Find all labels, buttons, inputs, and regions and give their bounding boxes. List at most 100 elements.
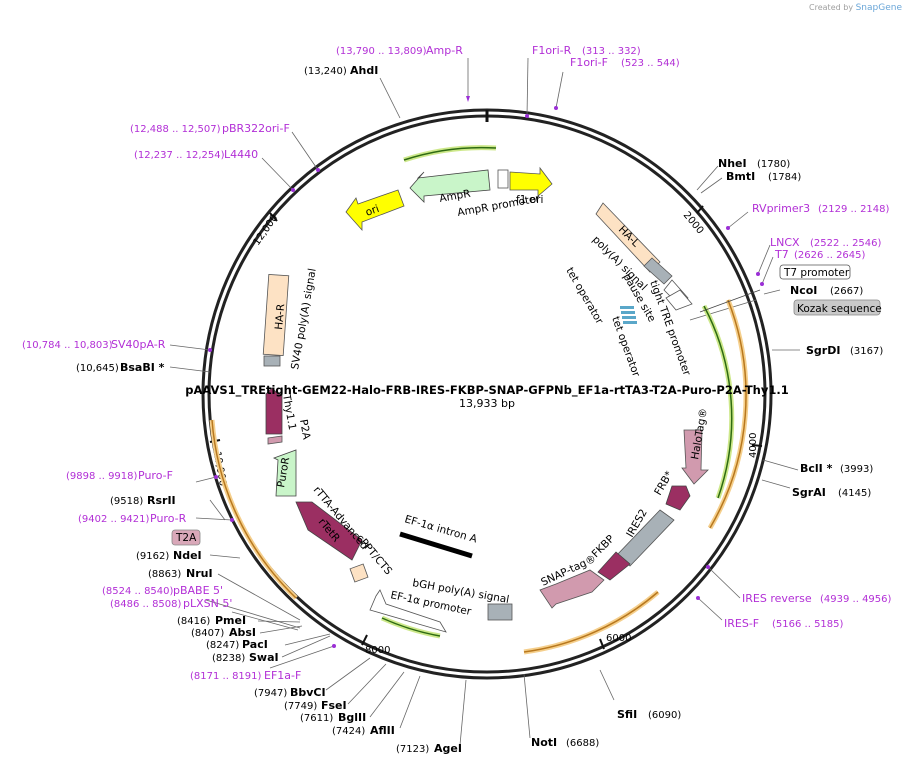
enzyme-pos-swai: (8238) [212,653,245,664]
primer-name-ires-reverse: IRES reverse [742,592,812,605]
enzyme-pos-bsabi: (10,645) [76,363,119,374]
tick-label-8000: 8000 [365,645,390,656]
primer-name-pbr322: pBR322ori-F [222,122,290,135]
enzyme-pos-sgrdi: (3167) [850,346,883,357]
ampr-label: AmpR [438,188,471,205]
enzyme-pos-ncoi: (2667) [830,286,863,297]
thy11-arrow [265,387,283,435]
enzyme-pos-sgrai: (4145) [838,488,871,499]
features [262,166,761,633]
enzyme-pos-aflii: (7424) [332,726,365,737]
primer-name-pbabe: pBABE 5' [173,584,223,597]
enzyme-name-sgrai: SgrAI [792,486,826,499]
leader-lines [169,57,800,746]
primer-name-amp-r: Amp-R [426,44,463,57]
tight-tre-arrow [665,289,693,311]
frb-arrow [665,485,691,511]
enzyme-name-ndei: NdeI [173,549,202,562]
credit-prefix: Created by [809,3,854,12]
enzyme-name-nrui: NruI [186,567,213,580]
snapgene-credit: Created by SnapGene [809,3,902,13]
tet-operator-label: tet operator [563,266,605,327]
enzyme-pos-absi: (8407) [191,628,224,639]
primer-pos-ef1a-f: (8171 .. 8191) [190,671,262,682]
primer-pos-f1ori-r: (313 .. 332) [582,46,641,57]
primer-markers [208,96,764,648]
enzyme-pos-noti: (6688) [566,738,599,749]
ampr-arrow [409,169,491,203]
enzyme-name-bbvci: BbvCI [290,686,326,699]
enzyme-pos-bbvci: (7947) [254,688,287,699]
enzyme-name-paci: PacI [242,638,268,651]
t2a-label: T2A [175,532,197,544]
t7-promoter-label: T7 promoter [783,267,850,279]
f1-ori-arrow [509,166,553,197]
primer-pos-puro-f: (9898 .. 9918) [66,471,138,482]
f1-ori-label: f1 ori [516,194,543,206]
enzyme-name-bmti: BmtI [726,170,755,183]
plasmid-size: 13,933 bp [459,397,515,410]
primer-pos-rvprimer3: (2129 .. 2148) [818,204,890,215]
primer-pos-amp-r: (13,790 .. 13,809) [336,46,427,57]
primer-pos-plxsn: (8486 .. 8508) [110,599,182,610]
primer-name-puro-r: Puro-R [150,512,187,525]
enzyme-name-sgrdi: SgrDI [806,344,840,357]
enzyme-name-sfii: SfiI [617,708,637,721]
enzyme-pos-bcli: (3993) [840,464,873,475]
primer-name-plxsn: pLXSN 5' [183,597,232,610]
tick-label-2000: 2000 [681,210,706,237]
puror-label: PuroR [275,456,292,488]
primer-name-f1ori-r: F1ori-R [532,44,572,57]
ha-r-label: HA-R [273,303,287,330]
primer-name-lncx: LNCX [770,236,800,249]
p2a-label: P2A [297,418,312,441]
ori-arrow [345,189,405,232]
ampr-promoter-box [497,169,509,189]
halotag-arrow [681,429,709,485]
enzyme-pos-nhei: (1780) [757,159,790,170]
tet-operator-boxes [620,306,637,324]
enzyme-pos-sfii: (6090) [648,710,681,721]
ef1a-intron-bar [399,531,473,559]
enzyme-name-pmei: PmeI [215,614,246,627]
enzyme-name-agei: AgeI [434,742,462,755]
primer-pos-pbabe: (8524 .. 8540) [102,586,174,597]
primer-pos-sv40pa-r: (10,784 .. 10,803) [22,340,113,351]
boxed-labels: T7 promoter Kozak sequence T2A [171,264,882,546]
enzyme-pos-paci: (8247) [206,640,239,651]
puror-arrow [272,449,297,497]
primer-pos-puro-r: (9402 .. 9421) [78,514,150,525]
enzyme-name-bglii: BglII [338,711,366,724]
kozak-label: Kozak sequence [797,303,882,315]
enzyme-name-bcli: BclI * [800,462,833,475]
tick-group: 2000 4000 6000 8000 10,000 12,000 [209,205,763,656]
snaptag-arrow [539,569,605,609]
thy11-label: Thy1.1 [280,392,298,431]
enzyme-pos-ahdi: (13,240) [304,66,347,77]
tet-operator-label-2: tet operator [609,315,642,379]
polya-box [643,257,673,285]
primer-pos-lncx: (2522 .. 2546) [810,238,882,249]
enzyme-pos-rsrii: (9518) [110,496,143,507]
fkbp-arrow [597,551,631,581]
primer-labels: (13,790 .. 13,809) Amp-R F1ori-R (313 ..… [22,44,892,682]
enzyme-pos-pmei: (8416) [177,616,210,627]
plasmid-name: pAAVS1_TREtight-GEM22-Halo-FRB-IRES-FKBP… [185,383,789,398]
enzyme-name-ahdi: AhdI [350,64,378,77]
enzyme-name-aflii: AflII [370,724,395,737]
primer-name-l4440: L4440 [224,148,258,161]
primer-name-rvprimer3: RVprimer3 [752,202,810,215]
primer-pos-pbr322: (12,488 .. 12,507) [130,124,221,135]
p2a-box [267,435,283,445]
primer-name-ef1a-f: EF1a-F [264,669,301,682]
kozak-connector [699,289,761,313]
ha-r-box [262,273,290,357]
enzyme-name-noti: NotI [531,736,557,749]
enzyme-labels: (13,240) AhdI NheI (1780) BmtI (1784) Nc… [76,64,883,755]
primer-pos-ires-f: (5166 .. 5185) [772,619,844,630]
primer-name-ires-f: IRES-F [724,617,759,630]
enzyme-name-fsei: FseI [321,699,347,712]
enzyme-name-absi: AbsI [229,626,256,639]
primer-name-t7: T7 [774,248,789,261]
